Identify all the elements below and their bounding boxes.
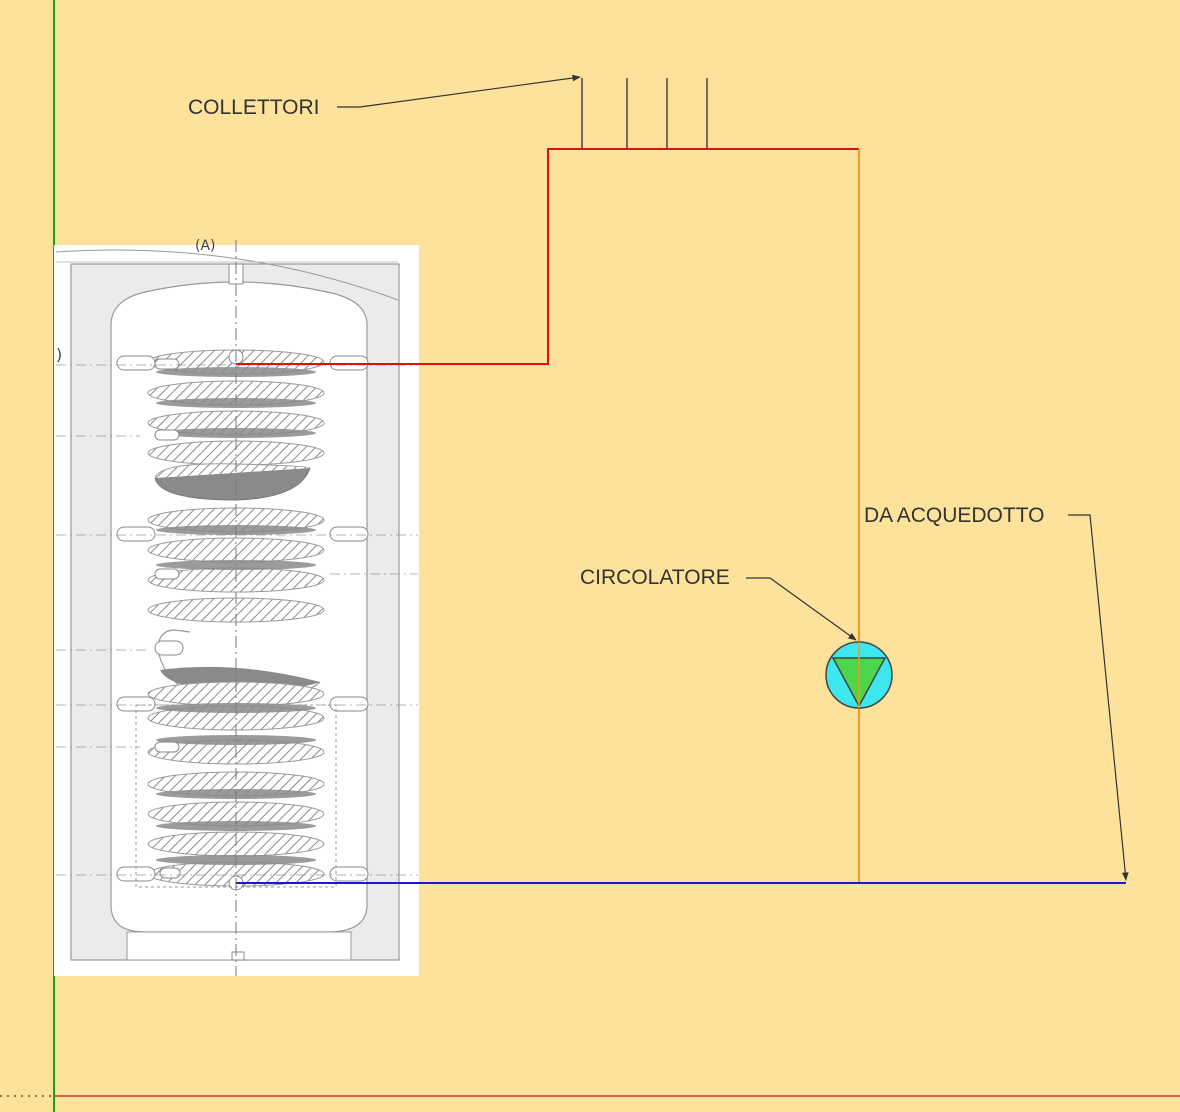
svg-text:): ) (56, 345, 62, 364)
circolatore-leader (746, 577, 857, 641)
svg-text:(A): (A) (195, 238, 216, 254)
hot-water-line (236, 148, 859, 365)
collettori-leader (337, 74, 581, 108)
acquedotto-leader (1068, 514, 1129, 881)
da-acquedotto-label: DA ACQUEDOTTO (864, 504, 1045, 527)
circolatore-label: CIRCOLATORE (580, 566, 730, 589)
boiler-tank-with-coil-icon: ) (A) (54, 238, 419, 976)
circulator-pump-icon[interactable] (825, 641, 893, 709)
collettori-label: COLLETTORI (188, 96, 320, 119)
collector-pipes (581, 78, 708, 149)
